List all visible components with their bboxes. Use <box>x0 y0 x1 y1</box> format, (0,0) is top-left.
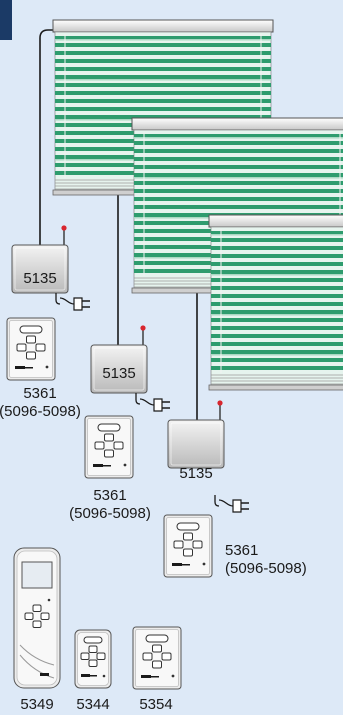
controller-label: 5135 <box>179 465 212 482</box>
controller-group-1: 5135 <box>6 224 91 381</box>
corner-accent-bar <box>0 0 12 40</box>
power-plug-icon <box>218 499 250 513</box>
handheld-remote-icon <box>13 547 61 689</box>
keypad-label: 5361 <box>225 542 258 559</box>
controller-label: 5135 <box>102 365 135 382</box>
wall-keypad-icon <box>163 514 213 578</box>
controller-group-2: 5135 <box>84 324 171 479</box>
controller-group-3: 5135 <box>163 399 250 578</box>
keypad-range-label: (5096-5098) <box>225 560 307 577</box>
antenna-icon <box>216 399 224 421</box>
plug-cable <box>214 495 220 507</box>
keypad-label: 5361 <box>93 487 126 504</box>
power-plug-icon <box>59 297 91 311</box>
plug-cable <box>135 393 141 405</box>
keypad-range-label: (5096-5098) <box>69 505 151 522</box>
controller-label: 5135 <box>23 270 56 287</box>
power-plug-icon <box>139 398 171 412</box>
wall-keypad-icon <box>6 317 56 381</box>
handheld-label-5354: 5354 <box>139 696 172 713</box>
plug-cable <box>55 293 61 305</box>
wall-keypad-icon <box>84 415 134 479</box>
handheld-label-5344: 5344 <box>76 696 109 713</box>
handheld-label-5349: 5349 <box>20 696 53 713</box>
keypad-label: 5361 <box>23 385 56 402</box>
handheld-remote-icon <box>74 629 112 689</box>
keypad-range-label: (5096-5098) <box>0 403 81 420</box>
antenna-icon <box>139 324 147 346</box>
wall-keypad-icon <box>132 626 182 690</box>
antenna-icon <box>60 224 68 246</box>
window-shade-icon <box>208 214 343 391</box>
controller-box-icon <box>167 419 225 469</box>
